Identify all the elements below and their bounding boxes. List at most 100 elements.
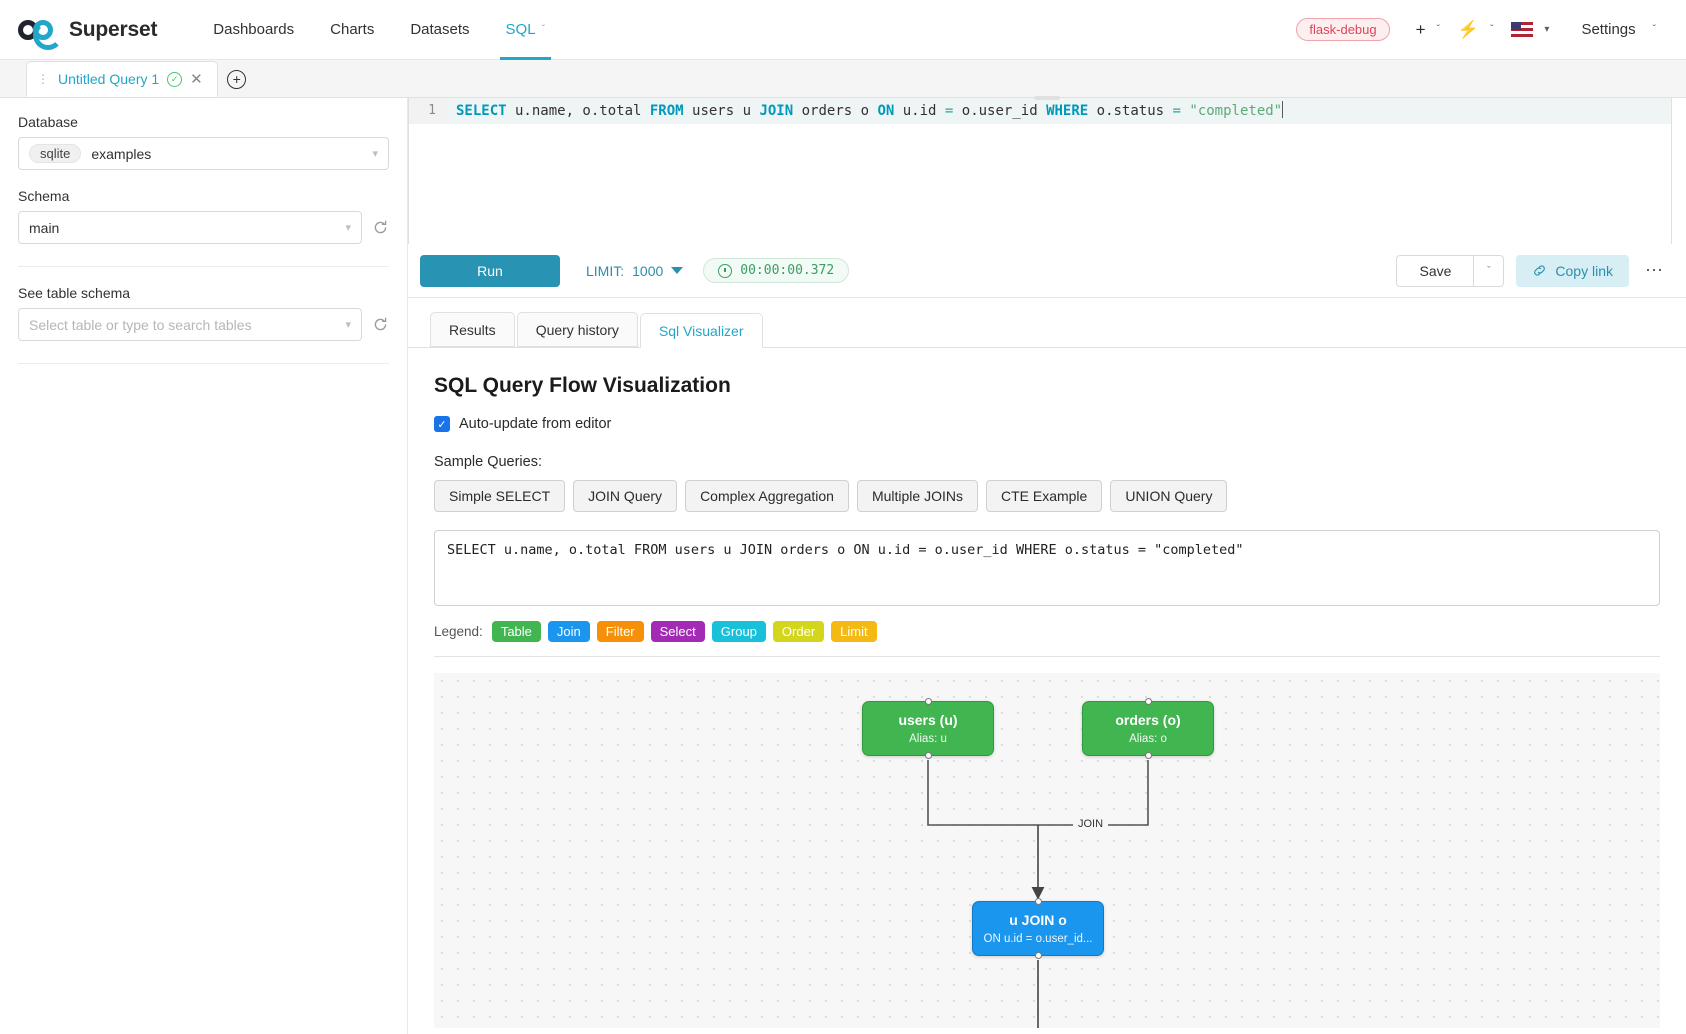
new-item-menu[interactable]: + ˇ <box>1408 14 1448 46</box>
link-icon <box>1534 265 1546 276</box>
check-circle-icon: ✓ <box>167 71 183 87</box>
limit-value: 1000 <box>632 262 664 279</box>
sample-button-union-query[interactable]: UNION Query <box>1110 480 1228 512</box>
save-dropdown-button[interactable]: ˇ <box>1474 254 1505 287</box>
sample-button-multiple-joins[interactable]: Multiple JOINs <box>856 480 978 512</box>
sample-query-buttons: Simple SELECT JOIN Query Complex Aggrega… <box>434 480 1660 512</box>
flow-node-join[interactable]: u JOIN o ON u.id = o.user_id... <box>972 898 1104 959</box>
sample-button-complex-aggregation[interactable]: Complex Aggregation <box>685 480 849 512</box>
settings-menu[interactable]: Settings ˇ <box>1559 15 1664 44</box>
legend-chip-order: Order <box>772 621 825 642</box>
chevron-down-icon: ˇ <box>1652 24 1656 35</box>
caret-down-icon <box>671 267 684 274</box>
node-handle-top[interactable] <box>924 698 932 705</box>
tab-query-history[interactable]: Query history <box>516 312 638 347</box>
chevron-down-icon: ˇ <box>1490 24 1494 35</box>
nav-item-charts[interactable]: Charts <box>312 0 392 60</box>
editor-pane: 1 SELECT u.name, o.total FROM users u JO… <box>408 96 1686 1034</box>
sql-editor[interactable]: 1 SELECT u.name, o.total FROM users u JO… <box>408 98 1672 244</box>
nav-item-datasets[interactable]: Datasets <box>392 0 487 60</box>
save-group: Save ˇ <box>1396 254 1505 287</box>
legend-chip-table: Table <box>491 621 541 642</box>
sample-queries-label: Sample Queries: <box>434 454 542 470</box>
text-cursor <box>1282 101 1284 118</box>
table-schema-label: See table schema <box>18 285 131 301</box>
bolt-menu[interactable]: ⚡ ˇ <box>1450 14 1502 46</box>
sidebar-divider <box>18 266 389 267</box>
chevron-down-icon: ▾ <box>345 319 351 331</box>
schema-label: Schema <box>18 188 70 204</box>
add-tab-button[interactable]: + <box>218 61 256 97</box>
caret-down-icon: ▾ <box>1544 24 1550 35</box>
nav-item-charts-label: Charts <box>330 21 375 38</box>
tab-results[interactable]: Results <box>430 312 515 347</box>
database-select-value: examples <box>91 145 152 162</box>
sample-button-simple-select[interactable]: Simple SELECT <box>434 480 566 512</box>
refresh-icon[interactable] <box>372 219 389 236</box>
auto-update-checkbox[interactable]: ✓ <box>434 416 450 432</box>
query-tab-untitled-query-1[interactable]: ⋮ Untitled Query 1 ✓ ✕ <box>26 61 218 97</box>
node-handle-top[interactable] <box>1034 898 1042 905</box>
legend-chip-limit: Limit <box>831 621 877 642</box>
ellipsis-icon[interactable]: ⋯ <box>1645 260 1664 280</box>
database-label: Database <box>18 114 78 130</box>
workspace: Database sqlite examples ▾ Schema main ▾… <box>0 96 1686 1034</box>
nav-item-sql[interactable]: SQL ˇ <box>488 0 563 60</box>
editor-empty-area[interactable] <box>409 124 1671 244</box>
limit-dropdown[interactable]: LIMIT: 1000 <box>586 262 684 279</box>
pane-resize-handle[interactable] <box>1034 96 1060 100</box>
flow-node-orders[interactable]: orders (o) Alias: o <box>1082 698 1214 759</box>
node-handle-bottom[interactable] <box>1034 952 1042 959</box>
refresh-icon[interactable] <box>372 316 389 333</box>
close-icon[interactable]: ✕ <box>190 70 203 88</box>
sample-button-join-query[interactable]: JOIN Query <box>573 480 678 512</box>
language-picker[interactable]: ▾ <box>1503 16 1557 43</box>
database-engine-tag: sqlite <box>29 144 82 163</box>
flow-node-orders-alias: Alias: o <box>1129 732 1167 745</box>
plus-icon: + <box>1415 19 1426 39</box>
brand-name: Superset <box>69 17 158 41</box>
run-button[interactable]: Run <box>420 254 560 287</box>
page-title: SQL Query Flow Visualization <box>434 374 731 397</box>
visualizer-query-input[interactable] <box>434 530 1660 606</box>
legend-divider <box>434 656 1660 657</box>
nav-item-sql-label: SQL <box>505 21 536 38</box>
superset-logo[interactable]: Superset <box>18 17 158 50</box>
editor-code-line[interactable]: SELECT u.name, o.total FROM users u JOIN… <box>456 101 1284 119</box>
sample-button-cte-example[interactable]: CTE Example <box>985 480 1103 512</box>
database-select[interactable]: sqlite examples ▾ <box>18 137 389 170</box>
editor-toolbar: Run LIMIT: 1000 00:00:00.372 Save ˇ <box>408 244 1686 298</box>
flow-edges <box>927 760 1149 1028</box>
add-tab-icon: + <box>227 69 247 89</box>
nav-item-dashboards[interactable]: Dashboards <box>195 0 312 60</box>
flow-node-users[interactable]: users (u) Alias: u <box>862 698 994 759</box>
node-handle-bottom[interactable] <box>924 752 932 759</box>
copy-link-button[interactable]: Copy link <box>1516 254 1629 287</box>
legend-label: Legend: <box>434 624 483 639</box>
tab-sql-visualizer[interactable]: Sql Visualizer <box>639 313 763 348</box>
flask-debug-badge: flask-debug <box>1296 18 1390 41</box>
schema-select[interactable]: main ▾ <box>18 211 362 244</box>
table-select-placeholder: Select table or type to search tables <box>29 316 252 333</box>
query-tab-label: Untitled Query 1 <box>58 71 160 87</box>
nav-item-dashboards-label: Dashboards <box>213 21 295 38</box>
schema-select-value: main <box>29 219 60 236</box>
node-handle-top[interactable] <box>1144 698 1152 705</box>
legend-chip-filter: Filter <box>596 621 644 642</box>
editor-gutter: 1 <box>409 98 447 124</box>
node-handle-bottom[interactable] <box>1144 752 1152 759</box>
drag-handle-icon[interactable]: ⋮ <box>37 72 50 86</box>
flow-node-join-condition: ON u.id = o.user_id... <box>983 932 1093 945</box>
chevron-down-icon: ˇ <box>1436 24 1440 35</box>
query-timer: 00:00:00.372 <box>703 258 850 283</box>
flow-node-orders-title: orders (o) <box>1115 712 1181 729</box>
query-tab-bar: ⋮ Untitled Query 1 ✓ ✕ + <box>0 60 1686 98</box>
flow-node-users-alias: Alias: u <box>909 732 947 745</box>
primary-nav: Dashboards Charts Datasets SQL ˇ <box>195 0 563 60</box>
save-button[interactable]: Save <box>1396 254 1475 287</box>
top-navbar: Superset Dashboards Charts Datasets SQL … <box>0 0 1686 60</box>
us-flag-icon <box>1511 22 1534 37</box>
flow-canvas[interactable]: JOIN users (u) Alias: u orders (o) Alias… <box>434 673 1660 1028</box>
table-select[interactable]: Select table or type to search tables ▾ <box>18 308 362 341</box>
sidebar-divider-2 <box>18 363 389 364</box>
